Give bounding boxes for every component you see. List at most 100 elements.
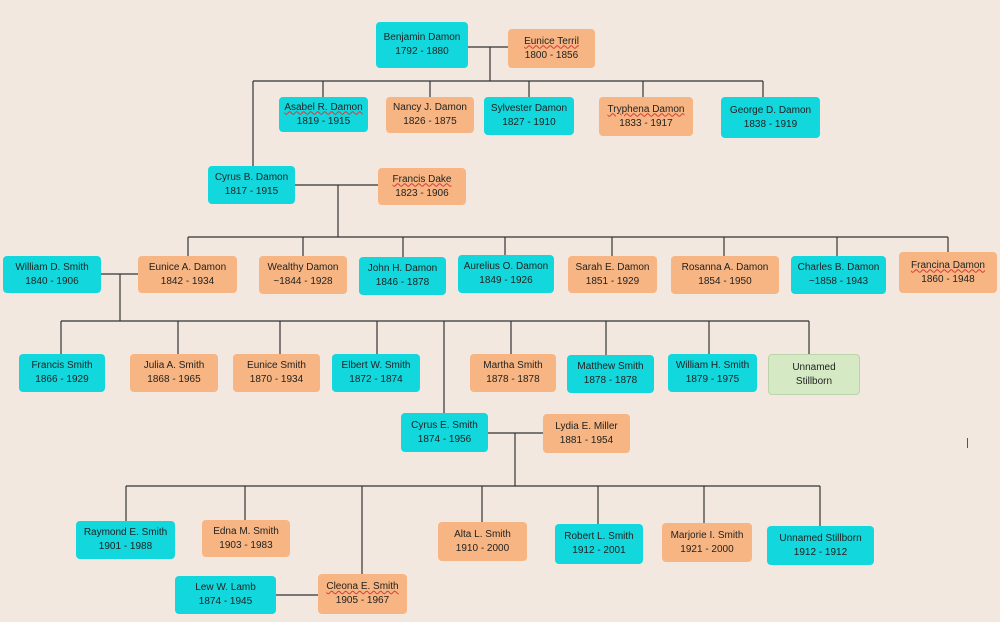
person-name: Eunice A. Damon bbox=[148, 261, 227, 273]
person-francis-smith[interactable]: Francis Smith 1866 - 1929 bbox=[19, 354, 105, 392]
person-cyrus-b-damon[interactable]: Cyrus B. Damon 1817 - 1915 bbox=[208, 166, 295, 204]
person-dates: Stillborn bbox=[795, 375, 833, 387]
person-dates: 1879 - 1975 bbox=[685, 374, 740, 385]
text-cursor bbox=[967, 438, 968, 448]
person-dates: 1800 - 1856 bbox=[524, 49, 579, 61]
person-dates: 1854 - 1950 bbox=[698, 276, 752, 287]
person-name: Cyrus B. Damon bbox=[214, 172, 289, 183]
person-name: Cleona E. Smith bbox=[326, 581, 399, 592]
person-dates: 1874 - 1956 bbox=[417, 433, 472, 445]
person-name: Martha Smith bbox=[483, 360, 543, 371]
person-name: George D. Damon bbox=[729, 104, 812, 116]
person-dates: 1860 - 1948 bbox=[921, 273, 975, 285]
person-dates: ~1858 - 1943 bbox=[808, 276, 869, 287]
person-name: William H. Smith bbox=[675, 360, 750, 371]
person-dates: 1872 - 1874 bbox=[349, 374, 403, 385]
person-name: Cyrus E. Smith bbox=[411, 419, 478, 431]
person-dates: 1912 - 1912 bbox=[793, 546, 848, 558]
person-dates: 1910 - 2000 bbox=[455, 542, 510, 554]
person-name: Robert L. Smith bbox=[564, 531, 634, 542]
person-dates: 1842 - 1934 bbox=[160, 275, 215, 287]
person-name: Rosanna A. Damon bbox=[681, 262, 769, 273]
person-name: Aurelius O. Damon bbox=[463, 261, 549, 272]
person-raymond-smith[interactable]: Raymond E. Smith 1901 - 1988 bbox=[76, 521, 175, 559]
person-name: Francis Smith bbox=[31, 360, 93, 371]
person-name: Raymond E. Smith bbox=[83, 527, 168, 538]
person-dates: 1901 - 1988 bbox=[98, 541, 153, 552]
person-name: Edna M. Smith bbox=[213, 525, 279, 537]
person-edna-smith[interactable]: Edna M. Smith 1903 - 1983 bbox=[202, 520, 290, 557]
person-eunice-a-damon[interactable]: Eunice A. Damon 1842 - 1934 bbox=[138, 256, 237, 293]
person-wealthy-damon[interactable]: Wealthy Damon~1844 - 1928 bbox=[259, 256, 347, 294]
person-dates: 1874 - 1945 bbox=[198, 596, 253, 607]
person-name: Francina Damon bbox=[911, 259, 985, 271]
person-name: Unnamed bbox=[792, 361, 836, 373]
person-benjamin-damon[interactable]: Benjamin Damon 1792 - 1880 bbox=[376, 22, 468, 68]
person-name: Tryphena Damon bbox=[607, 103, 685, 115]
person-dates: 1905 - 1967 bbox=[335, 595, 390, 606]
person-sarah-damon[interactable]: Sarah E. Damon 1851 - 1929 bbox=[568, 256, 657, 293]
person-name: Charles B. Damon bbox=[797, 262, 880, 273]
person-dates: 1823 - 1906 bbox=[395, 187, 449, 199]
person-sylvester-damon[interactable]: Sylvester Damon 1827 - 1910 bbox=[484, 97, 574, 135]
person-dates: 1840 - 1906 bbox=[25, 275, 79, 287]
person-dates: 1826 - 1875 bbox=[403, 116, 457, 127]
person-rosanna-damon[interactable]: Rosanna A. Damon 1854 - 1950 bbox=[671, 256, 779, 294]
person-name: Marjorie I. Smith bbox=[670, 529, 744, 541]
person-name: Julia A. Smith bbox=[143, 360, 205, 371]
person-dates: 1903 - 1983 bbox=[219, 539, 273, 551]
person-dates: 1878 - 1878 bbox=[583, 375, 638, 386]
person-dates: ~1844 - 1928 bbox=[273, 276, 333, 287]
person-alta-smith[interactable]: Alta L. Smith 1910 - 2000 bbox=[438, 522, 527, 561]
person-name: Eunice Terril bbox=[524, 35, 579, 47]
person-george-damon[interactable]: George D. Damon 1838 - 1919 bbox=[721, 97, 820, 138]
person-name: Lew W. Lamb bbox=[195, 582, 256, 593]
person-dates: 1849 - 1926 bbox=[479, 275, 533, 286]
person-name: Alta L. Smith bbox=[454, 528, 511, 540]
person-francina-damon[interactable]: Francina Damon 1860 - 1948 bbox=[899, 252, 997, 293]
person-name: Benjamin Damon bbox=[383, 32, 461, 43]
person-dates: 1819 - 1915 bbox=[296, 115, 351, 127]
person-william-d-smith[interactable]: William D. Smith 1840 - 1906 bbox=[3, 256, 101, 293]
person-dates: 1838 - 1919 bbox=[743, 118, 798, 130]
person-name: William D. Smith bbox=[15, 261, 89, 273]
person-dates: 1868 - 1965 bbox=[147, 374, 201, 385]
person-name: Eunice Smith bbox=[247, 360, 306, 371]
person-aurelius-damon[interactable]: Aurelius O. Damon 1849 - 1926 bbox=[458, 255, 554, 293]
person-marjorie-smith[interactable]: Marjorie I. Smith 1921 - 2000 bbox=[662, 523, 752, 562]
person-asabel-damon[interactable]: Asabel R. Damon 1819 - 1915 bbox=[279, 97, 368, 132]
person-cyrus-e-smith[interactable]: Cyrus E. Smith 1874 - 1956 bbox=[401, 413, 488, 452]
person-matthew-smith[interactable]: Matthew Smith 1878 - 1878 bbox=[567, 355, 654, 393]
person-name: Sylvester Damon bbox=[490, 103, 568, 114]
person-name: Matthew Smith bbox=[577, 361, 644, 372]
person-name: Asabel R. Damon bbox=[284, 101, 363, 113]
person-lew-lamb[interactable]: Lew W. Lamb 1874 - 1945 bbox=[175, 576, 276, 614]
person-dates: 1827 - 1910 bbox=[502, 117, 556, 128]
person-dates: 1881 - 1954 bbox=[559, 434, 614, 446]
person-dates: 1851 - 1929 bbox=[585, 275, 640, 287]
person-dates: 1792 - 1880 bbox=[395, 46, 449, 57]
person-eunice-terril[interactable]: Eunice Terril 1800 - 1856 bbox=[508, 29, 595, 68]
person-name: Sarah E. Damon bbox=[575, 261, 650, 273]
person-william-h-smith[interactable]: William H. Smith 1879 - 1975 bbox=[668, 354, 757, 392]
person-charles-damon[interactable]: Charles B. Damon ~1858 - 1943 bbox=[791, 256, 886, 294]
person-dates: 1878 - 1878 bbox=[486, 374, 540, 385]
person-dates: 1846 - 1878 bbox=[375, 277, 430, 288]
person-dates: 1866 - 1929 bbox=[35, 374, 89, 385]
person-cleona-smith[interactable]: Cleona E. Smith 1905 - 1967 bbox=[318, 574, 407, 614]
person-dates: 1817 - 1915 bbox=[224, 186, 279, 197]
person-julia-smith[interactable]: Julia A. Smith 1868 - 1965 bbox=[130, 354, 218, 392]
person-dates: 1921 - 2000 bbox=[680, 543, 734, 555]
person-martha-smith[interactable]: Martha Smith 1878 - 1878 bbox=[470, 354, 556, 392]
